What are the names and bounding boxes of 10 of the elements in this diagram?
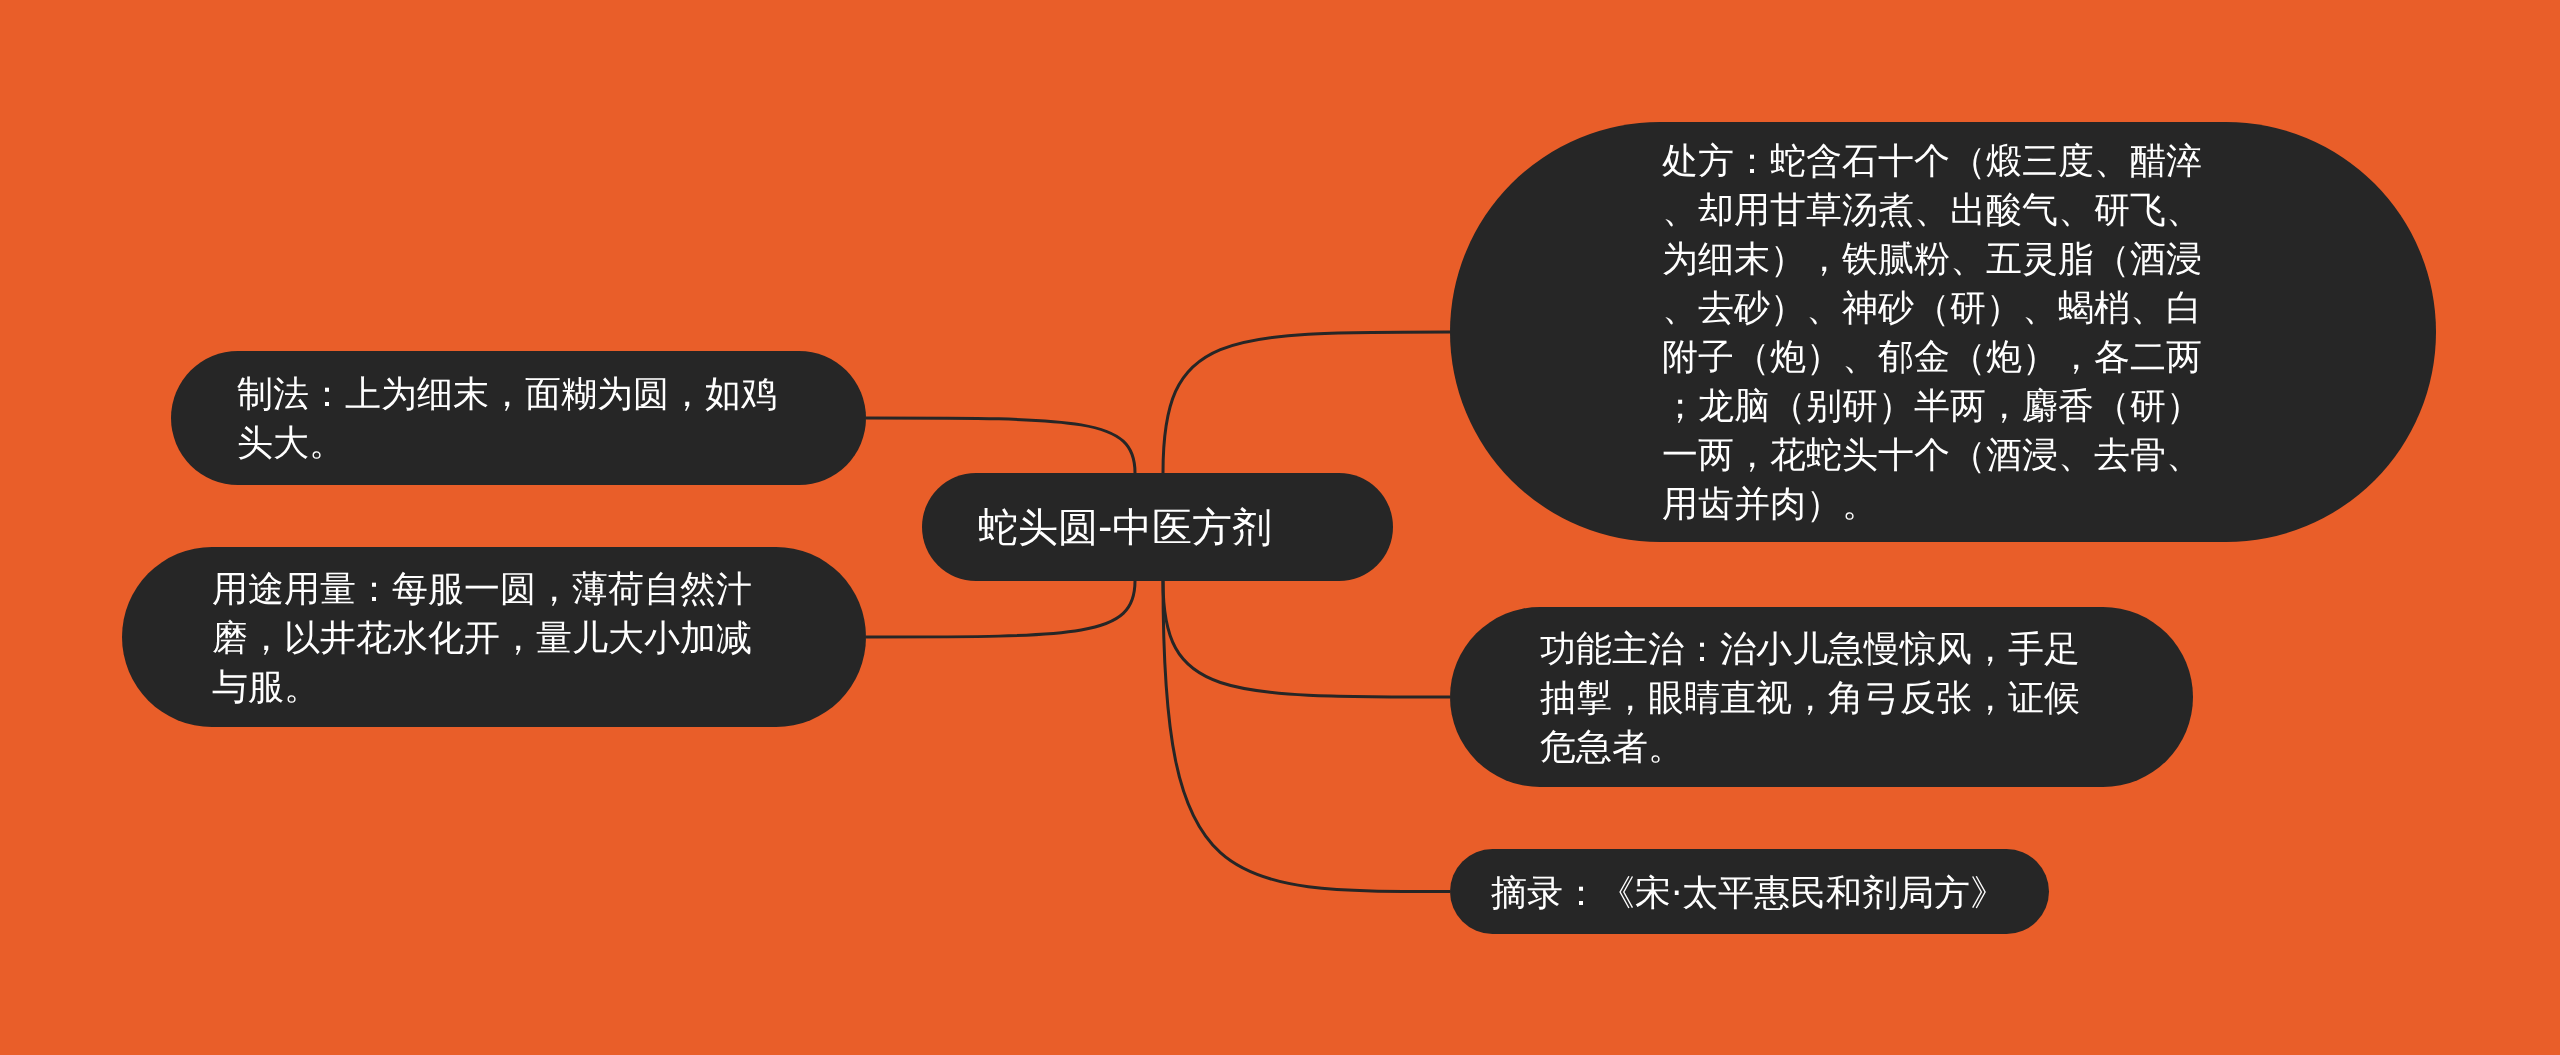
branch-text: 用途用量：每服一圆，薄荷自然汁磨，以井花水化开，量儿大小加减与服。: [212, 566, 753, 709]
topic-text: 蛇头圆-中医方剂: [978, 503, 1274, 551]
connector-line: [1161, 330, 1450, 474]
branch-text: 制法：上为细末，面糊为圆，如鸡头大。: [237, 372, 778, 465]
connector-line: [1161, 580, 1450, 893]
branch-text: 功能主治：治小儿急慢惊风，手足抽掣，眼睛直视，角弓反张，证候危急者。: [1540, 626, 2081, 769]
branch-text: 摘录：《宋·太平惠民和剂局方》: [1491, 870, 2008, 914]
connector-line: [866, 416, 1137, 474]
connector-line: [866, 580, 1137, 639]
branch-text: 处方：蛇含石十个（煅三度、醋淬、却用甘草汤煮、出酸气、研飞、为细末），铁腻粉、五灵脂（酒浸、去砂）、神砂（研）、蝎梢、白附子（炮）、郁金（炮），各二两；龙脑（别研）半两，麝香（研）一两，花蛇头十个（酒浸、去骨、用齿并肉）。: [1662, 139, 2203, 526]
